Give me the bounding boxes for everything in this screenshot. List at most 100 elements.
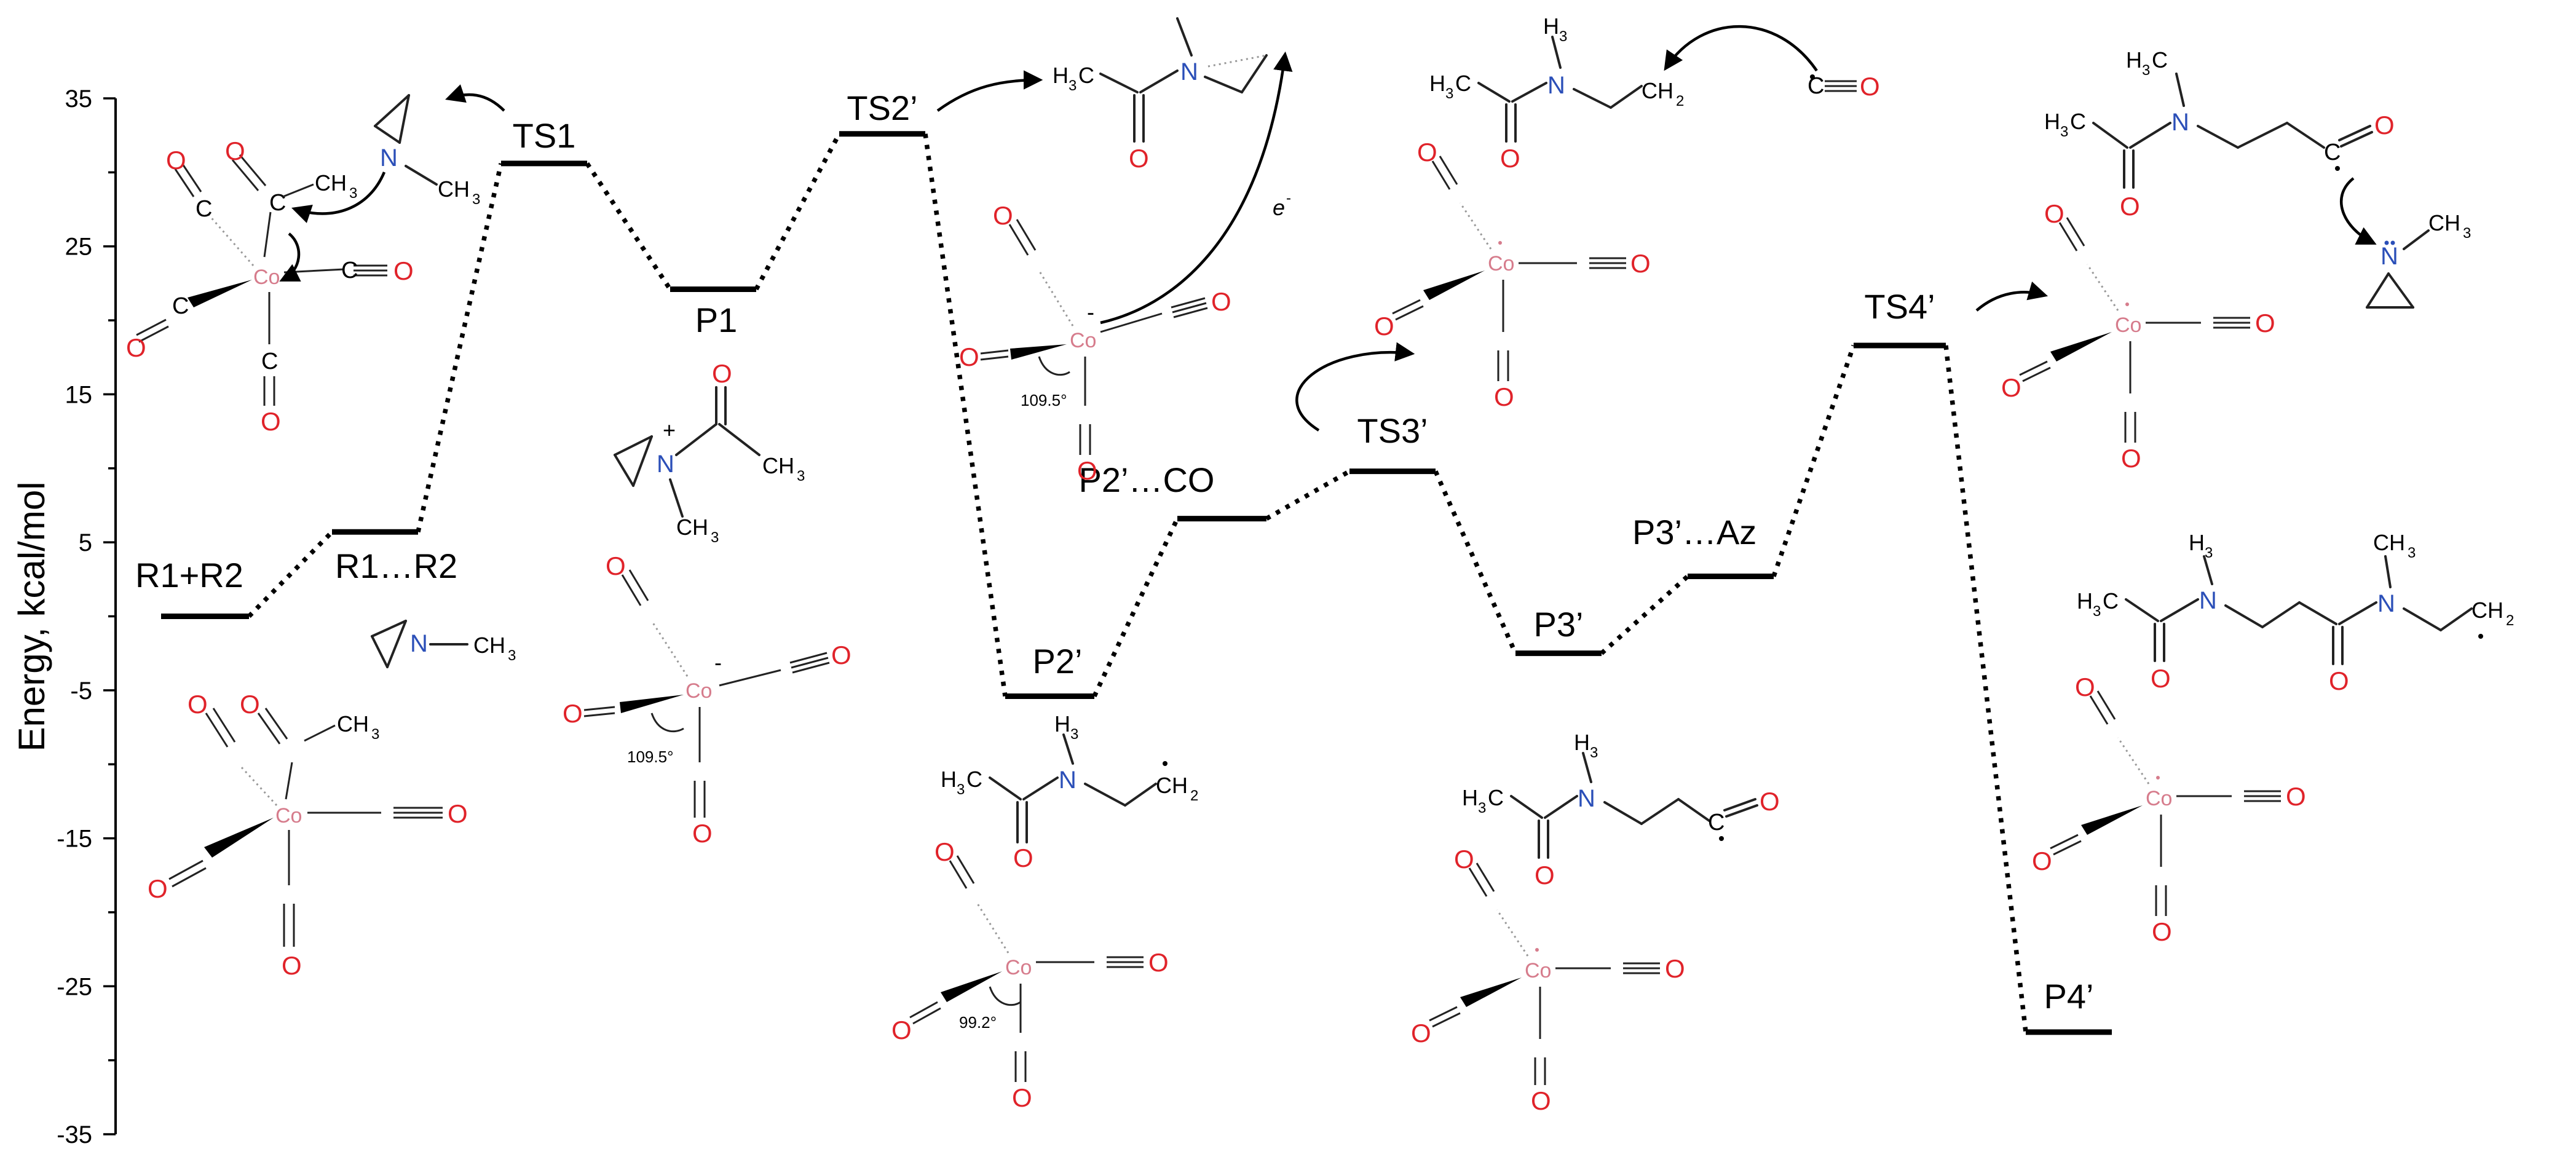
n-atom: N (2171, 109, 2189, 136)
o-atom: O (2255, 309, 2275, 338)
ch3-group: CH (2428, 210, 2460, 235)
o-atom: O (1148, 948, 1169, 977)
ch3-group: CH (473, 633, 505, 658)
svg-text:3: 3 (711, 529, 719, 546)
svg-text:H: H (2126, 47, 2142, 73)
o-atom: O (2075, 673, 2095, 701)
structure-co-tetracarbonyl-p4: Co O O O O (2032, 673, 2306, 946)
svg-text:C: C (966, 767, 982, 792)
plus-charge: + (663, 417, 676, 443)
o-atom: O (1411, 1019, 1431, 1048)
h3c-group: H (2044, 109, 2060, 134)
structure-co-tetracarbonyl-ts3: Co O O O O (1295, 138, 1651, 432)
c-atom: C (261, 349, 278, 374)
o-atom: O (2032, 847, 2052, 875)
energy-connector (247, 530, 334, 618)
angle-label: 109.5° (627, 748, 673, 766)
o-atom: O (993, 201, 1013, 230)
o-atom: O (2151, 664, 2171, 693)
o-atom: O (2329, 666, 2349, 695)
svg-text:3: 3 (2142, 62, 2150, 79)
co-atom: Co (2146, 787, 2172, 810)
ch2-group: CH (1156, 773, 1188, 798)
c-atom: C (196, 196, 212, 222)
h3c-group: H (1429, 71, 1445, 96)
svg-text:H: H (1054, 711, 1070, 736)
svg-text:CH: CH (2373, 530, 2405, 555)
o-atom: O (1374, 312, 1394, 341)
y-axis-ticks (103, 97, 116, 1135)
energy-level-label: P1 (695, 301, 738, 339)
n-atom: N (657, 451, 674, 478)
svg-text:3: 3 (472, 191, 480, 208)
o-atom: O (563, 699, 583, 728)
energy-connector (416, 163, 504, 533)
svg-text:C: C (2070, 109, 2086, 134)
o-atom: O (1860, 72, 1880, 101)
co-atom: Co (1488, 252, 1514, 275)
co-atom: Co (275, 804, 302, 827)
svg-text:3: 3 (2463, 225, 2471, 242)
energy-levels (161, 131, 2112, 1035)
ch3-group: CH (438, 176, 470, 202)
n-atom: N (410, 630, 428, 657)
o-atom: O (1535, 861, 1555, 890)
energy-level-label: P4’ (2044, 977, 2094, 1016)
y-tick-label: 35 (65, 85, 93, 113)
structure-p2-radical-with-co: H 3 C O N H 3 CH 2 C O (1429, 14, 1880, 173)
h3c-group: H (1462, 785, 1478, 810)
o-atom: O (1077, 456, 1097, 485)
svg-text:3: 3 (1559, 28, 1567, 45)
svg-text:2: 2 (2506, 612, 2514, 629)
structure-co-tetracarbonyl-p3: Co O O O O (1411, 845, 1685, 1115)
energy-connectors (247, 133, 2028, 1033)
structure-ts4-acyl-aziridine: H 3 C O N H 3 C C O N CH 3 (2044, 47, 2471, 309)
ch3-group: CH (315, 170, 347, 195)
y-tick-label: 15 (65, 381, 93, 408)
energy-level-label: R1+R2 (135, 556, 243, 594)
c-atom: C (1808, 73, 1824, 99)
svg-text:H: H (1543, 14, 1559, 39)
o-atom: O (2120, 192, 2140, 221)
structure-p2-radical: H 3 C O N H 3 CH 2 (941, 711, 1198, 872)
o-atom: O (1417, 138, 1437, 167)
svg-text:2: 2 (1190, 788, 1198, 804)
energy-level-label: TS2’ (847, 89, 917, 127)
energy-connector (1771, 344, 1856, 577)
structure-methylaziridine: N CH 3 (371, 620, 516, 668)
o-atom: O (2286, 782, 2306, 811)
o-atom: O (1129, 144, 1149, 173)
co-atom: Co (1005, 956, 1032, 979)
energy-connector (585, 162, 673, 291)
svg-text:-: - (1286, 190, 1291, 207)
h3c-group: H (2077, 588, 2093, 614)
o-atom: O (1454, 845, 1474, 874)
structure-p4-product-radical: H 3 C O N H 3 O N CH 3 CH 2 (2077, 530, 2514, 695)
svg-text:H: H (1574, 730, 1590, 755)
o-atom: O (2121, 444, 2141, 473)
structure-acetylaziridinium: N + O CH 3 CH 3 (614, 359, 805, 546)
o-atom: O (831, 641, 851, 669)
co-atom: Co (253, 266, 280, 289)
o-atom: O (1665, 954, 1685, 983)
o-atom: O (1012, 1083, 1032, 1112)
structure-co-acetyl-tetracarbonyl-reactive: Co C O C O C O C O C O CH 3 N CH (126, 84, 505, 436)
electron-label: e (1273, 195, 1285, 220)
svg-text:C: C (1078, 63, 1094, 88)
c-atom: C (1708, 810, 1725, 835)
h3c-group: H (1053, 63, 1069, 88)
o-atom: O (261, 407, 281, 436)
svg-text:3: 3 (2205, 545, 2213, 561)
o-atom: O (1494, 382, 1514, 411)
o-atom: O (282, 951, 302, 980)
c-atom: C (172, 293, 189, 319)
structure-co-tetracarbonyl-mid: Co - O O O O 109.5° (959, 201, 1231, 485)
o-atom: O (1211, 287, 1231, 316)
n-atom: N (1578, 785, 1595, 812)
ch3-group: CH (762, 453, 794, 478)
energy-connector (1600, 574, 1689, 655)
co-atom: Co (1525, 959, 1551, 982)
svg-text:3: 3 (957, 781, 965, 798)
